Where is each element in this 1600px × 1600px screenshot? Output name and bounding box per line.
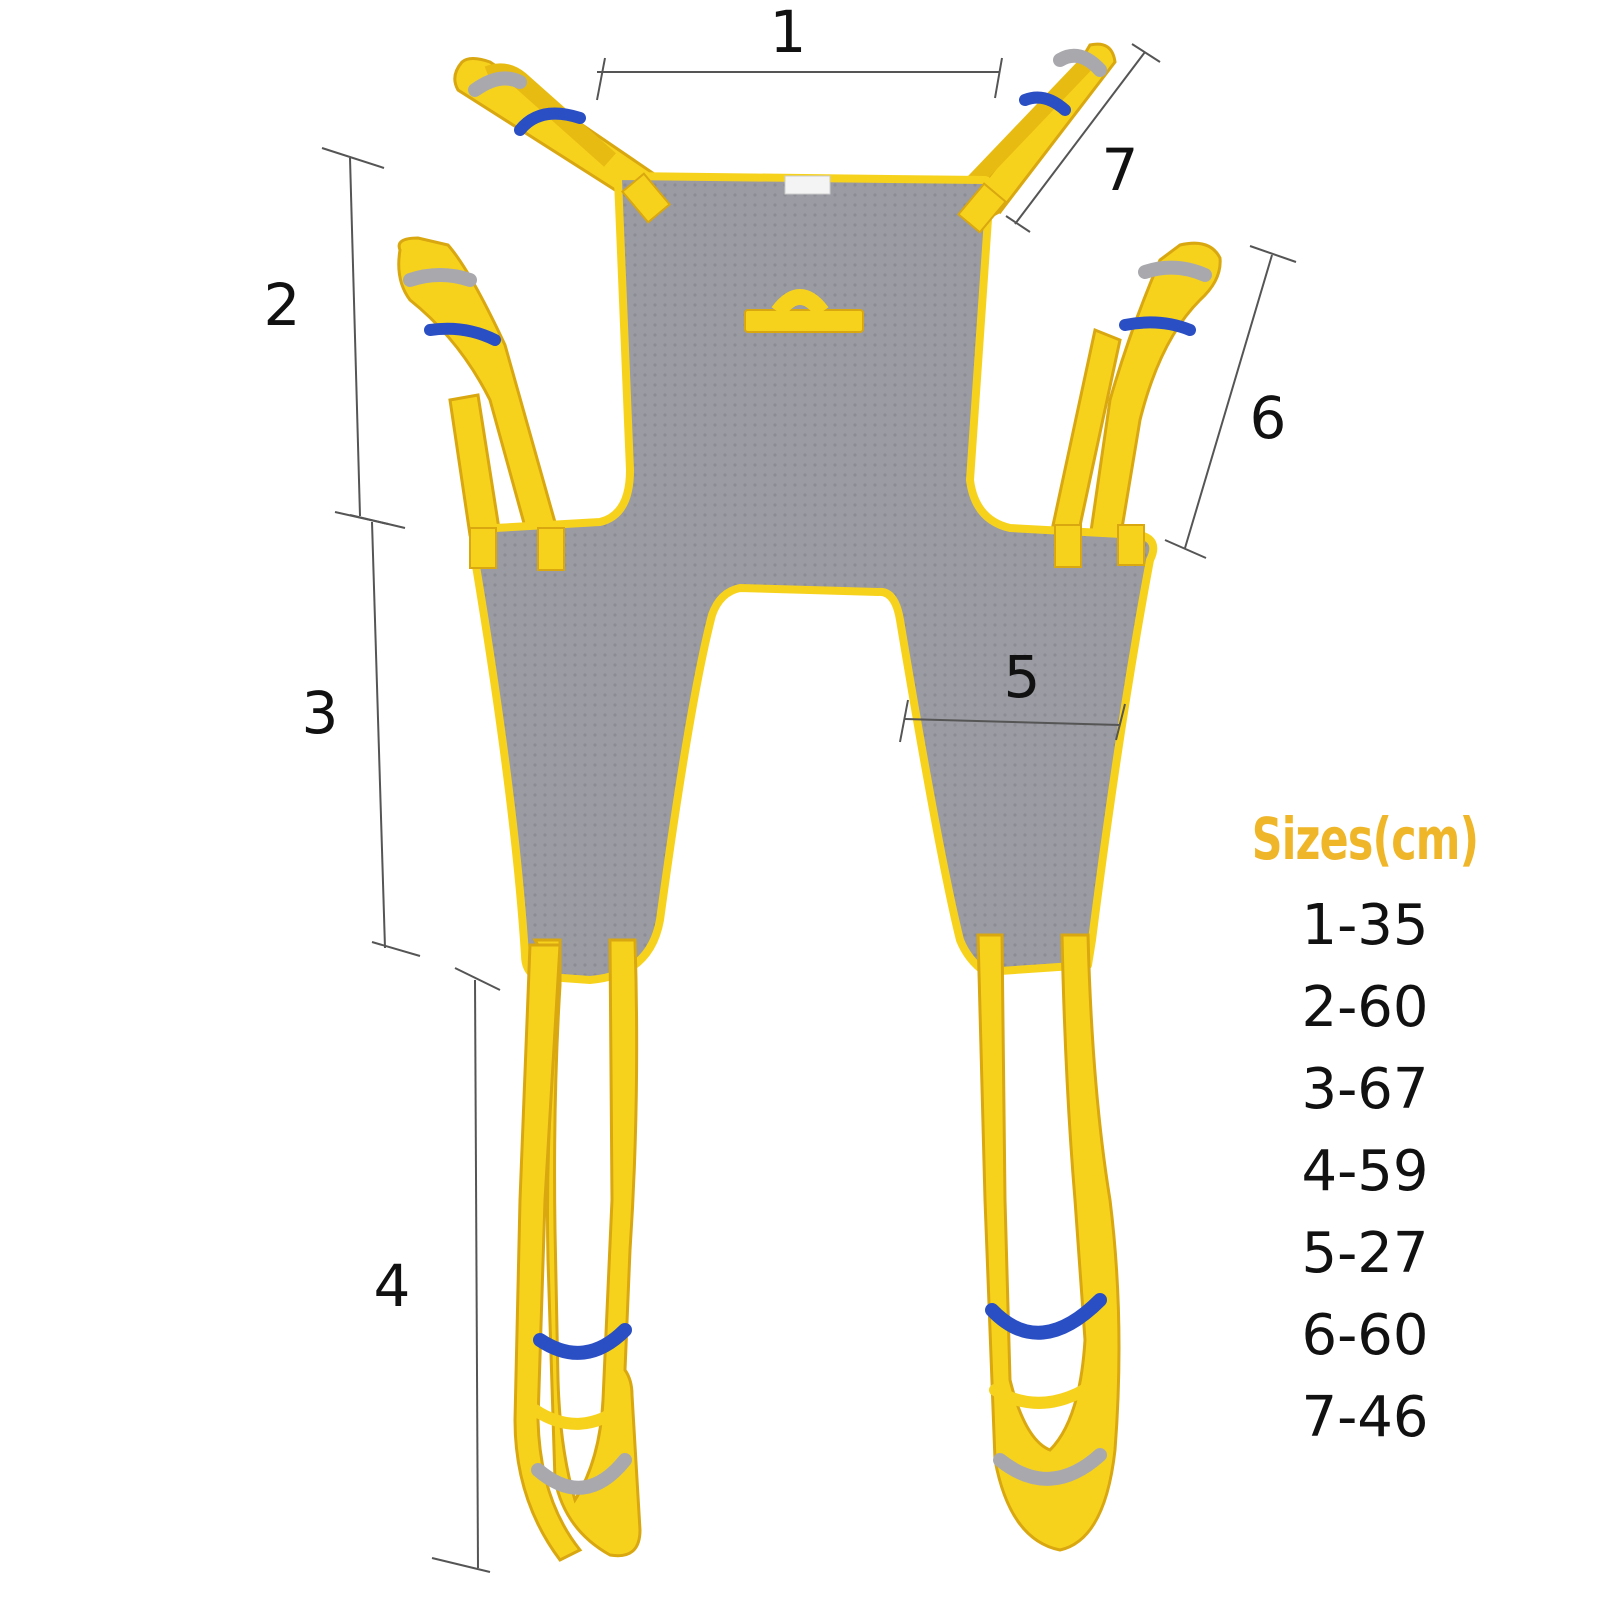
middle-right-strap [1050, 241, 1222, 542]
dimension-label-7: 7 [1102, 136, 1139, 204]
dimension-label-6: 6 [1250, 384, 1287, 452]
center-handle [744, 289, 864, 333]
size-entry-7: 7-46 [1301, 1385, 1429, 1450]
dimension-label-3: 3 [302, 679, 339, 747]
dimension-labels: 1 2 3 4 5 6 7 [264, 0, 1287, 1320]
size-entry-2: 2-60 [1301, 975, 1429, 1040]
right-leg-strap [976, 933, 1121, 1552]
middle-left-strap [397, 236, 562, 547]
dimension-label-2: 2 [264, 271, 301, 339]
left-leg-strap [513, 938, 642, 1562]
size-entry-5: 5-27 [1301, 1221, 1429, 1286]
dimension-lines [321, 43, 1297, 1573]
size-entry-1: 1-35 [1301, 893, 1429, 958]
top-left-strap [453, 57, 663, 204]
size-list: 1-35 2-60 3-67 4-59 5-27 6-60 7-46 [1205, 885, 1525, 1459]
size-table-title: Sizes(cm) [1251, 805, 1479, 873]
dimension-label-4: 4 [374, 1252, 411, 1320]
dimension-label-5: 5 [1004, 643, 1041, 711]
size-table: Sizes(cm) 1-35 2-60 3-67 4-59 5-27 6-60 … [1205, 805, 1525, 1459]
size-entry-3: 3-67 [1301, 1057, 1429, 1122]
body-strap-tabs [469, 172, 1145, 571]
size-entry-6: 6-60 [1301, 1303, 1429, 1368]
size-entry-4: 4-59 [1301, 1139, 1429, 1204]
care-label-tag [784, 175, 831, 195]
dimension-label-1: 1 [770, 0, 807, 66]
